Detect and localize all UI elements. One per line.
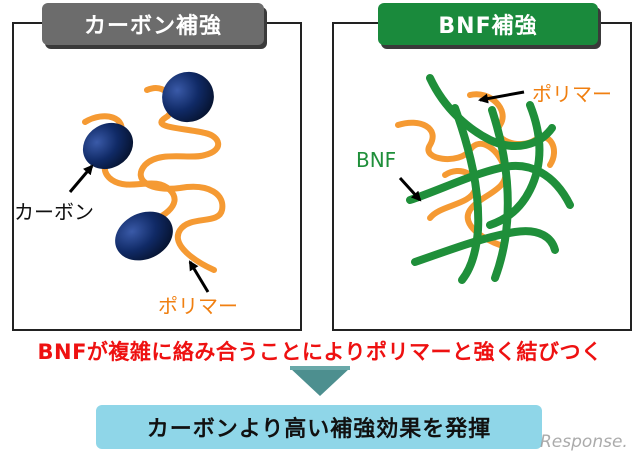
polymer-chain <box>395 119 509 248</box>
down-arrow-shadow <box>290 366 350 370</box>
carbon-particle <box>162 71 214 123</box>
carbon-particle <box>115 211 173 261</box>
bnf-fiber <box>451 104 483 284</box>
polymer-pointer-arrow <box>188 260 210 293</box>
bnf-fibers <box>406 74 574 284</box>
carbon-panel <box>12 22 302 331</box>
result-box: カーボンより高い補強効果を発揮 <box>96 405 542 449</box>
caption: BNFが複雑に絡み合うことによりポリマーと強く結びつく <box>37 340 603 364</box>
bnf-pointer-arrow <box>398 176 422 202</box>
down-arrow <box>290 368 350 396</box>
bnf-label: BNF <box>356 148 397 172</box>
bnf-fiber <box>406 161 574 209</box>
bnf-fiber <box>411 227 559 266</box>
carbon-label: カーボン <box>14 200 94 224</box>
bnf-fiber <box>488 106 512 282</box>
right-polymer-label: ポリマー <box>532 82 612 106</box>
carbon-panel-title: カーボン補強 <box>42 3 264 45</box>
polymer-chain <box>137 85 226 273</box>
left-polymer-label: ポリマー <box>158 294 238 318</box>
polymer-chain <box>467 91 557 168</box>
bnf-panel-title: BNF補強 <box>378 3 598 45</box>
watermark: Response. <box>540 432 628 452</box>
polymer-pointer-arrow-right <box>478 90 525 104</box>
carbon-particle <box>82 122 134 170</box>
bnf-fiber <box>486 101 544 229</box>
carbon-pointer-arrow <box>68 164 94 193</box>
carbon-particles <box>82 71 214 261</box>
